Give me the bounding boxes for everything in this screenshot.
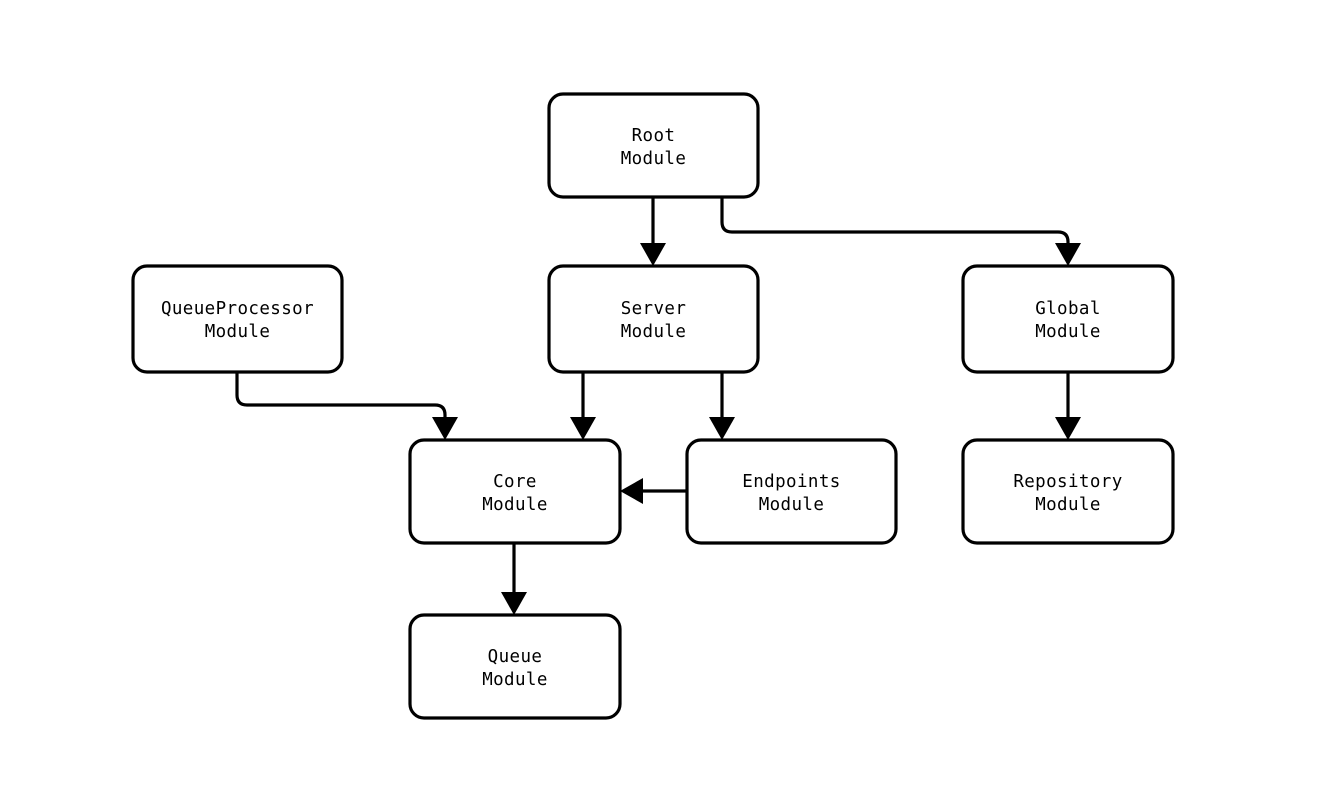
node-core-module[interactable]: Core Module (408, 438, 622, 545)
arrowhead-down (570, 417, 596, 440)
node-label-line1: Queue (488, 647, 543, 667)
edge-queueprocessor-to-core (235, 372, 458, 440)
arrowhead-down (709, 417, 735, 440)
node-box[interactable] (408, 438, 622, 545)
edge-line (235, 372, 447, 424)
node-label-line2: Module (621, 149, 687, 169)
arrowhead-left (620, 478, 643, 504)
edge-endpoints-to-core (620, 478, 687, 504)
node-label-line1: Core (493, 472, 537, 492)
arrowhead-down (1055, 243, 1081, 266)
edge-server-to-core (570, 372, 596, 440)
arrowhead-down (640, 243, 666, 266)
node-label-line2: Module (621, 322, 687, 342)
edge-global-to-repository (1055, 372, 1081, 440)
arrowhead-down (432, 417, 458, 440)
node-label-line2: Module (1035, 322, 1101, 342)
node-queueprocessor-module[interactable]: QueueProcessor Module (131, 264, 344, 374)
edge-core-to-queue (501, 543, 527, 615)
node-label-line1: Global (1035, 299, 1101, 319)
node-box[interactable] (131, 264, 344, 374)
node-endpoints-module[interactable]: Endpoints Module (685, 438, 898, 545)
node-box[interactable] (408, 613, 622, 720)
node-repository-module[interactable]: Repository Module (961, 438, 1175, 545)
edge-layer (235, 197, 1081, 615)
node-label-line2: Module (1035, 495, 1101, 515)
node-box[interactable] (961, 438, 1175, 545)
edge-root-to-global (720, 197, 1081, 266)
arrowhead-down (501, 592, 527, 615)
node-queue-module[interactable]: Queue Module (408, 613, 622, 720)
node-label-line1: Endpoints (742, 472, 840, 492)
node-label-line2: Module (759, 495, 825, 515)
edge-server-to-endpoints (709, 372, 735, 440)
node-label-line1: Root (632, 126, 676, 146)
arrowhead-down (1055, 417, 1081, 440)
edge-root-to-server (640, 197, 666, 266)
node-box[interactable] (685, 438, 898, 545)
node-root-module[interactable]: Root Module (547, 92, 760, 199)
node-box[interactable] (547, 264, 760, 374)
node-box[interactable] (961, 264, 1175, 374)
node-label-line2: Module (482, 495, 548, 515)
node-label-line1: QueueProcessor (161, 299, 314, 319)
node-label-line1: Repository (1013, 472, 1122, 492)
node-label-line1: Server (621, 299, 687, 319)
node-label-line2: Module (205, 322, 271, 342)
node-label-line2: Module (482, 670, 548, 690)
node-global-module[interactable]: Global Module (961, 264, 1175, 374)
node-server-module[interactable]: Server Module (547, 264, 760, 374)
node-box[interactable] (547, 92, 760, 199)
edge-line (720, 197, 1070, 250)
node-layer: Root Module QueueProcessor Module Server… (131, 92, 1175, 720)
